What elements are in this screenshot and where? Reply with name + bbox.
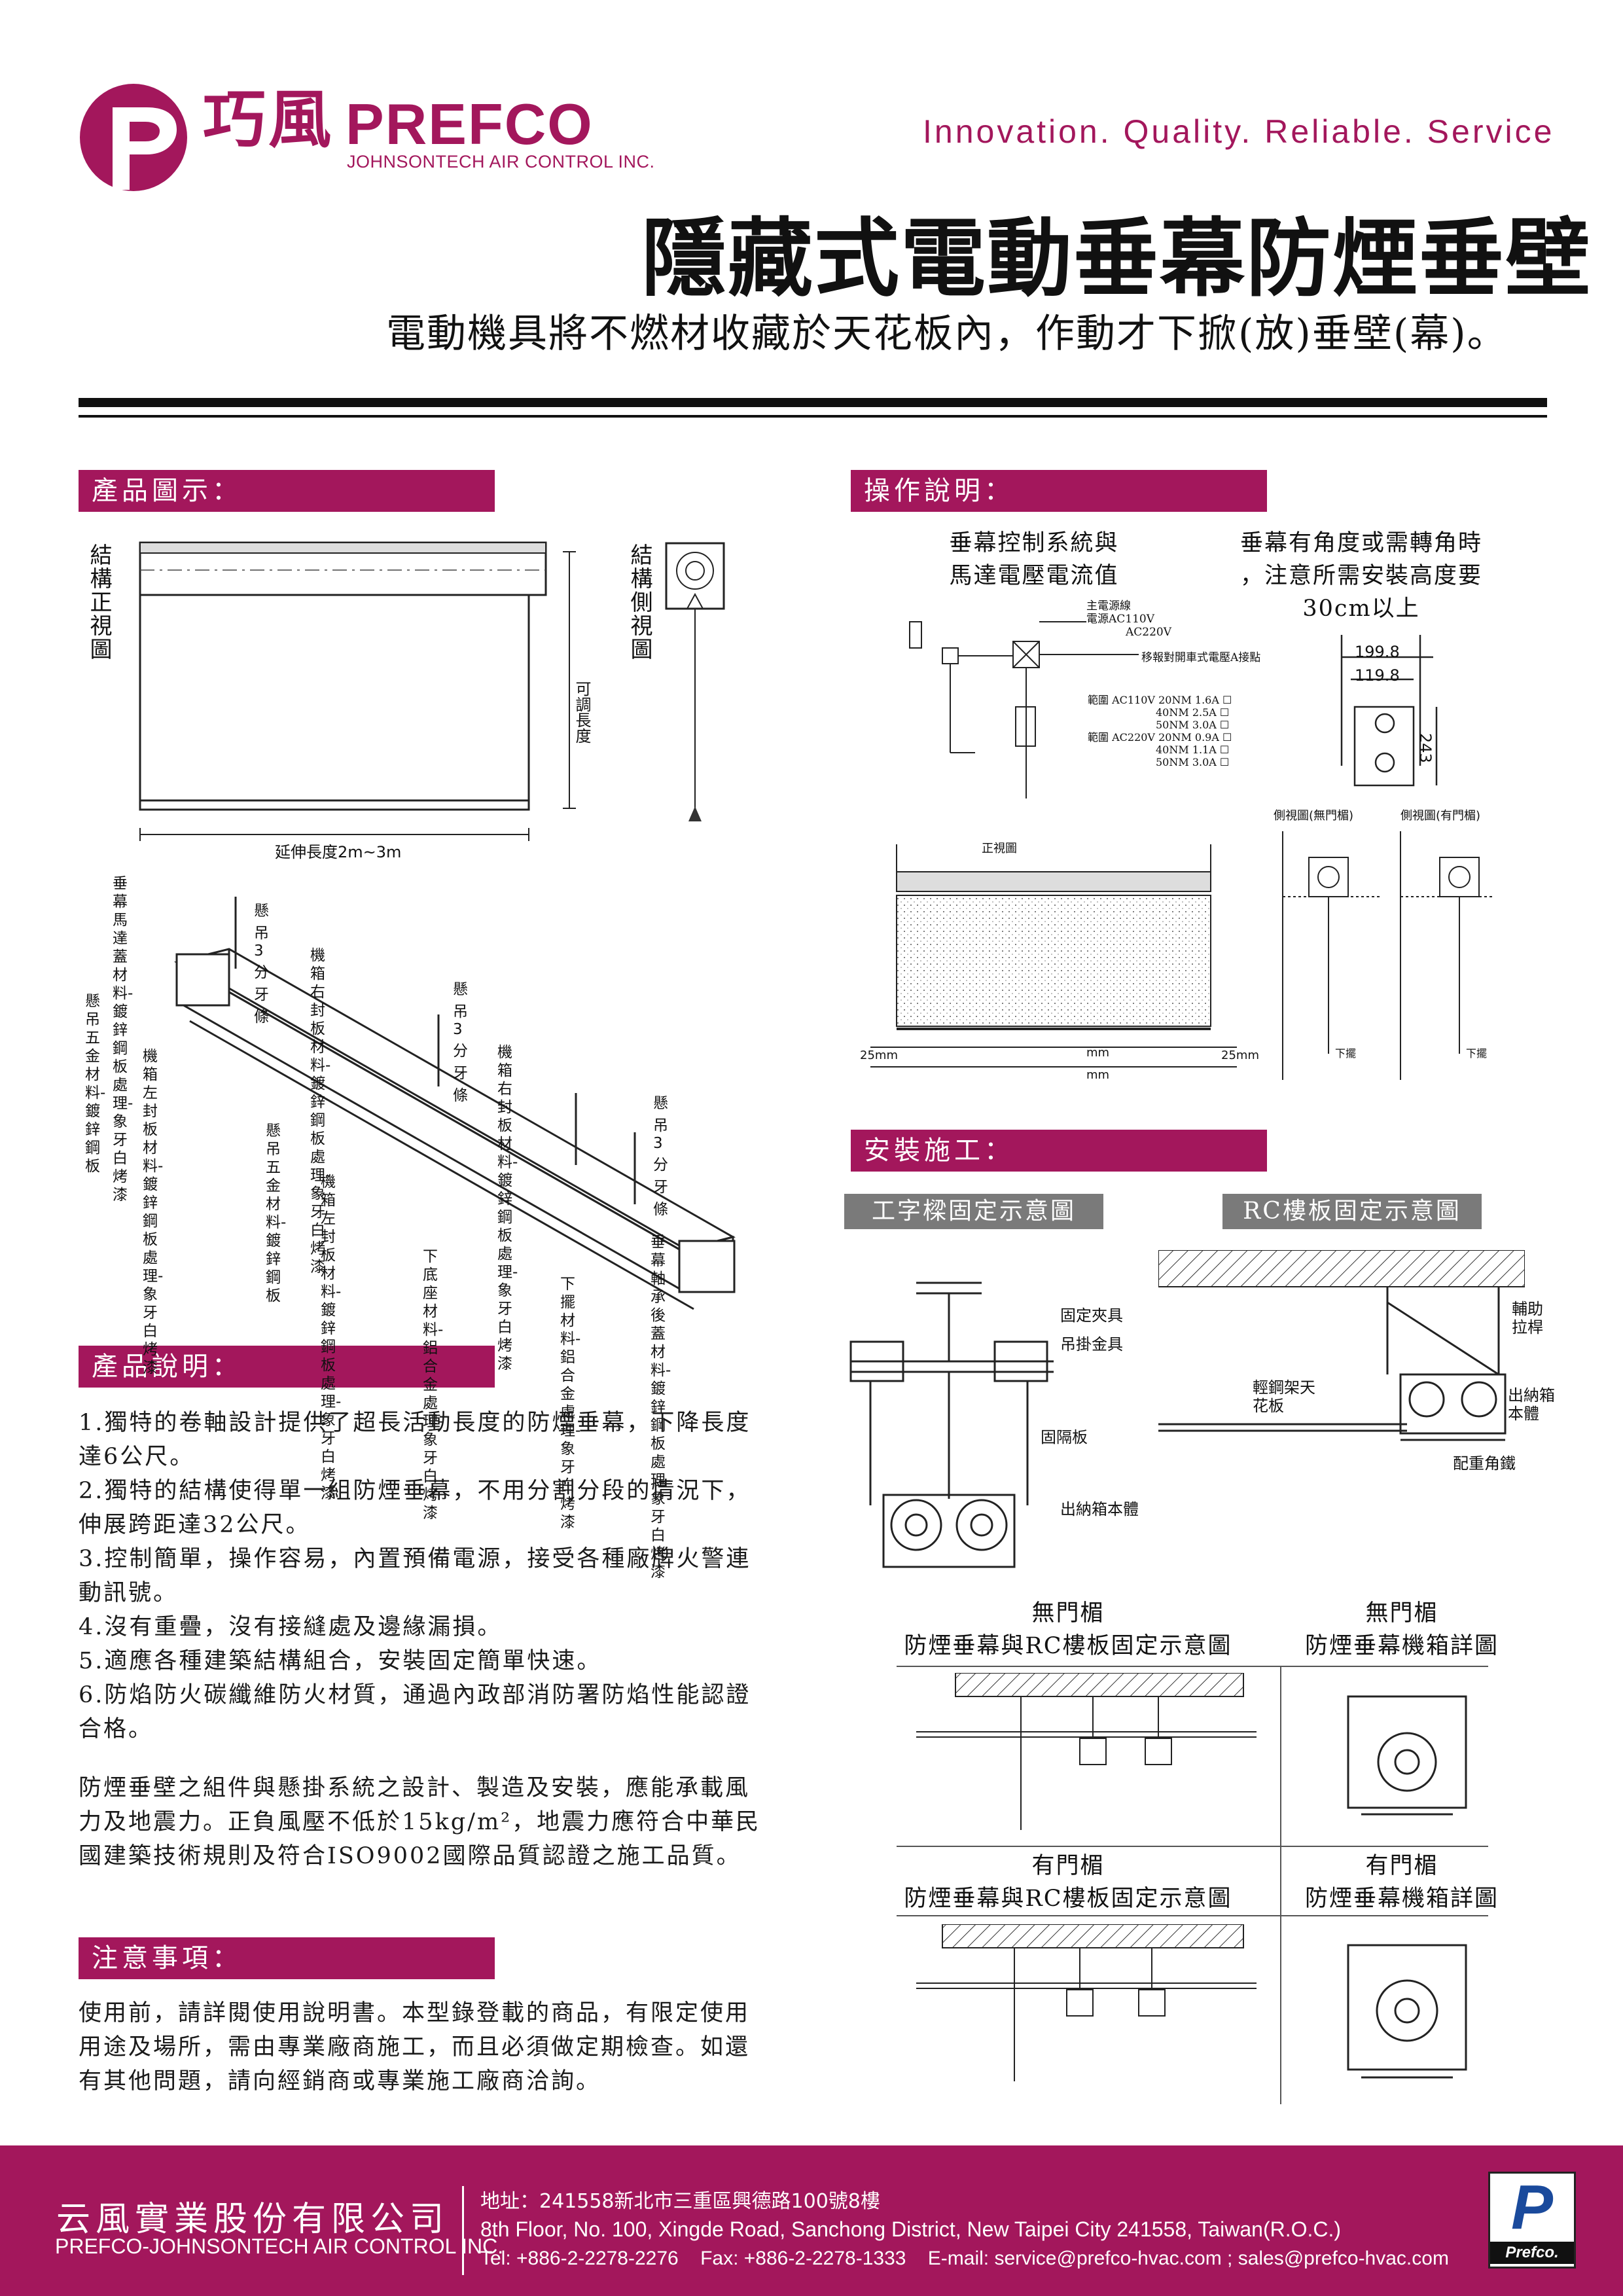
motor-spec-table: 範圍 AC110V 20NM 1.6A ☐ 40NM 2.5A ☐ 50NM 3… xyxy=(1088,694,1232,768)
side-view-a-title: 側視圖(無門楣) xyxy=(1274,809,1354,823)
wiring-labels: 主電源線 電源AC110V AC220V xyxy=(1086,600,1172,639)
caption-no-header-box: 無門楣防煙垂幕機箱詳圖 xyxy=(1304,1600,1499,1659)
callout-rod-2: 懸吊3分牙條 xyxy=(453,981,468,1104)
brand-logo xyxy=(73,77,198,195)
header-box-drawing xyxy=(1347,1944,1467,2079)
install-grid-rule-1 xyxy=(897,1666,1488,1667)
hem-label-a: 下擺 xyxy=(1335,1047,1357,1060)
ibeam-label-clamp: 固定夾具 xyxy=(1060,1306,1123,1325)
mm-label-1: mm xyxy=(1086,1046,1110,1060)
operation-note-left: 垂幕控制系統與馬達電壓電流值 xyxy=(949,530,1119,589)
side-view-b-title: 側視圖(有門楣) xyxy=(1400,809,1481,823)
section-installation: 安裝施工： xyxy=(851,1130,1267,1172)
rc-label-rod: 輔助拉桿 xyxy=(1512,1300,1543,1336)
notice-text: 使用前，請詳閱使用說明書。本型錄登載的商品，有限定使用用途及場所，需由專業廠商施… xyxy=(79,2000,751,2094)
caption-header-rc: 有門楣防煙垂幕與RC樓板固定示意圖 xyxy=(904,1853,1232,1912)
product-desc-extra: 防煙垂壁之組件與懸掛系統之設計、製造及安裝，應能承載風力及地震力。正負風壓不低於… xyxy=(79,1775,761,1869)
dim-199: 199.8 xyxy=(1355,643,1400,661)
wiring-diagram xyxy=(909,621,1139,798)
desc-item-4: 4.沒有重疊，沒有接縫處及邊緣漏損。 xyxy=(79,1614,503,1640)
section-product-desc: 產品說明： xyxy=(79,1346,495,1388)
ibeam-label-box: 出納箱本體 xyxy=(1060,1500,1139,1518)
footer-company-cn: 云風實業股份有限公司 xyxy=(56,2200,450,2239)
caption-no-header-rc: 無門楣防煙垂幕與RC樓板固定示意圖 xyxy=(904,1600,1232,1659)
mm-label-2: mm xyxy=(1086,1068,1110,1082)
install-grid-rule-3 xyxy=(897,1915,1488,1916)
footer-logo-text: Prefco. xyxy=(1490,2242,1574,2264)
callout-hanger-1: 懸吊五金材料-鍍鋅鋼板 xyxy=(85,993,106,1175)
no-header-box-drawing xyxy=(1347,1695,1467,1816)
footer-contact: Tel: +886-2-2278-2276 Fax: +886-2-2278-1… xyxy=(480,2248,1449,2269)
rc-label-weight: 配重角鐵 xyxy=(1453,1454,1516,1473)
footer-address-en: 8th Floor, No. 100, Xingde Road, Sanchon… xyxy=(480,2217,1342,2241)
side-view-label: 結構側視圖 xyxy=(626,543,652,661)
dim-243: 243 xyxy=(1416,733,1435,763)
extend-length-label: 延伸長度2m~3m xyxy=(275,843,402,861)
page-subtitle: 電動機具將不燃材收藏於天花板內，作動才下掀(放)垂壁(幕)。 xyxy=(386,311,1508,357)
section-product-diagram: 產品圖示： xyxy=(79,470,495,512)
callout-rod-1: 懸吊3分牙條 xyxy=(254,903,269,1026)
install-grid-rule-2 xyxy=(897,1846,1488,1847)
adjustable-length-label: 可調長度 xyxy=(573,681,591,744)
desc-item-3: 3.控制簡單，操作容易，內置預備電源，接受各種廠牌火警連動訊號。 xyxy=(79,1546,751,1606)
desc-item-6: 6.防焰防火碳纖維防火材質，通過內政部消防署防焰性能認證合格。 xyxy=(79,1682,751,1742)
page-title: 隱藏式電動垂幕防煙垂壁 xyxy=(641,208,1592,308)
side-sections-drawing xyxy=(1282,831,1492,1080)
front-view-label: 結構正視圖 xyxy=(86,543,112,661)
section-notice: 注意事項： xyxy=(79,1937,495,1979)
brand-name-cn: 巧風 xyxy=(203,83,334,156)
desc-item-1: 1.獨特的卷軸設計提供了超長活動長度的防煙垂幕，下降長度達6公尺。 xyxy=(79,1410,751,1470)
callout-left-plate-1: 機箱左封板材料-鍍鋅鋼板處理-象牙白烤漆 xyxy=(143,1048,164,1376)
footer-logo-letter: P xyxy=(1510,2172,1554,2242)
front-view-title: 正視圖 xyxy=(982,842,1017,855)
product-desc-list: 1.獨特的卷軸設計提供了超長活動長度的防煙垂幕，下降長度達6公尺。 2.獨特的結… xyxy=(79,1406,766,1746)
corner-box-drawing xyxy=(1340,635,1438,787)
rc-title: RC樓板固定示意圖 xyxy=(1222,1194,1482,1229)
dim-119: 119.8 xyxy=(1355,666,1400,685)
footer-divider xyxy=(462,2186,464,2275)
prefco-logo-mark xyxy=(80,84,187,191)
section-operation: 操作說明： xyxy=(851,470,1267,512)
ibeam-label-plate: 固隔板 xyxy=(1041,1428,1088,1446)
rc-label-ceiling: 輕鋼架天花板 xyxy=(1253,1378,1315,1415)
wiring-alarm-label: 移報對開車式電壓A接點 xyxy=(1141,651,1261,664)
footer-logo: P Prefco. xyxy=(1488,2172,1576,2269)
side-view-drawing xyxy=(665,542,725,821)
tagline: Innovation. Quality. Reliable. Service xyxy=(923,113,1555,150)
ibeam-drawing xyxy=(849,1282,1054,1568)
rc-label-box: 出納箱本體 xyxy=(1508,1386,1555,1423)
desc-item-2: 2.獨特的結構使得單一組防煙垂幕，不用分割分段的情況下，伸展跨距達32公尺。 xyxy=(79,1478,751,1538)
header-rc-drawing xyxy=(916,1924,1257,2081)
ibeam-title: 工字樑固定示意圖 xyxy=(844,1194,1103,1229)
callout-right-plate-1: 機箱右封板材料-鍍鋅鋼板處理-象牙白烤漆 xyxy=(310,947,331,1276)
callout-left-plate-2: 機箱左封板材料-鍍鋅鋼板處理-象牙白烤漆 xyxy=(321,1174,342,1502)
footer-address-cn: 地址：241558新北市三重區興德路100號8樓 xyxy=(480,2190,880,2213)
gap-left-label: 25mm xyxy=(860,1049,898,1062)
footer: 云風實業股份有限公司 PREFCO-JOHNSONTECH AIR CONTRO… xyxy=(0,2145,1623,2296)
callout-right-plate-2: 機箱右封板材料-鍍鋅鋼板處理-象牙白烤漆 xyxy=(497,1044,518,1372)
header-rule-thick xyxy=(79,398,1547,407)
callout-rod-3: 懸吊3分牙條 xyxy=(653,1095,668,1218)
callout-hanger-2: 懸吊五金材料-鍍鋅鋼板 xyxy=(266,1122,287,1304)
callout-base: 下底座材料-鋁合金處理-象牙白烤漆 xyxy=(423,1248,444,1522)
callout-motor-cover: 垂幕馬達蓋材料-鍍鋅鋼板處理-象牙白烤漆 xyxy=(113,875,134,1204)
ibeam-label-hanger: 吊掛金具 xyxy=(1060,1335,1123,1354)
callout-hem: 下擺材料-鋁合金處理-象牙白烤漆 xyxy=(560,1276,581,1531)
brand-subtitle: JOHNSONTECH AIR CONTROL INC. xyxy=(347,152,655,171)
no-header-rc-drawing xyxy=(916,1673,1257,1830)
hem-label-b: 下擺 xyxy=(1466,1047,1488,1060)
desc-item-5: 5.適應各種建築結構組合，安裝固定簡單快速。 xyxy=(79,1648,602,1674)
footer-company-en: PREFCO-JOHNSONTECH AIR CONTROL INC. xyxy=(55,2234,504,2258)
callout-bearing-cover: 垂幕軸承後蓋材料-鍍鋅鋼板處理-象牙白烤漆 xyxy=(651,1234,671,1581)
brand-name-en: PREFCO xyxy=(346,92,594,156)
front-curtain-drawing xyxy=(870,844,1237,1067)
caption-header-box: 有門楣防煙垂幕機箱詳圖 xyxy=(1304,1853,1499,1912)
install-grid-divider xyxy=(1280,1666,1281,2104)
rc-drawing xyxy=(1158,1250,1525,1441)
front-view-drawing xyxy=(139,541,576,841)
isometric-drawing xyxy=(174,897,736,1310)
header-rule-thin xyxy=(79,415,1547,418)
gap-right-label: 25mm xyxy=(1221,1049,1259,1062)
